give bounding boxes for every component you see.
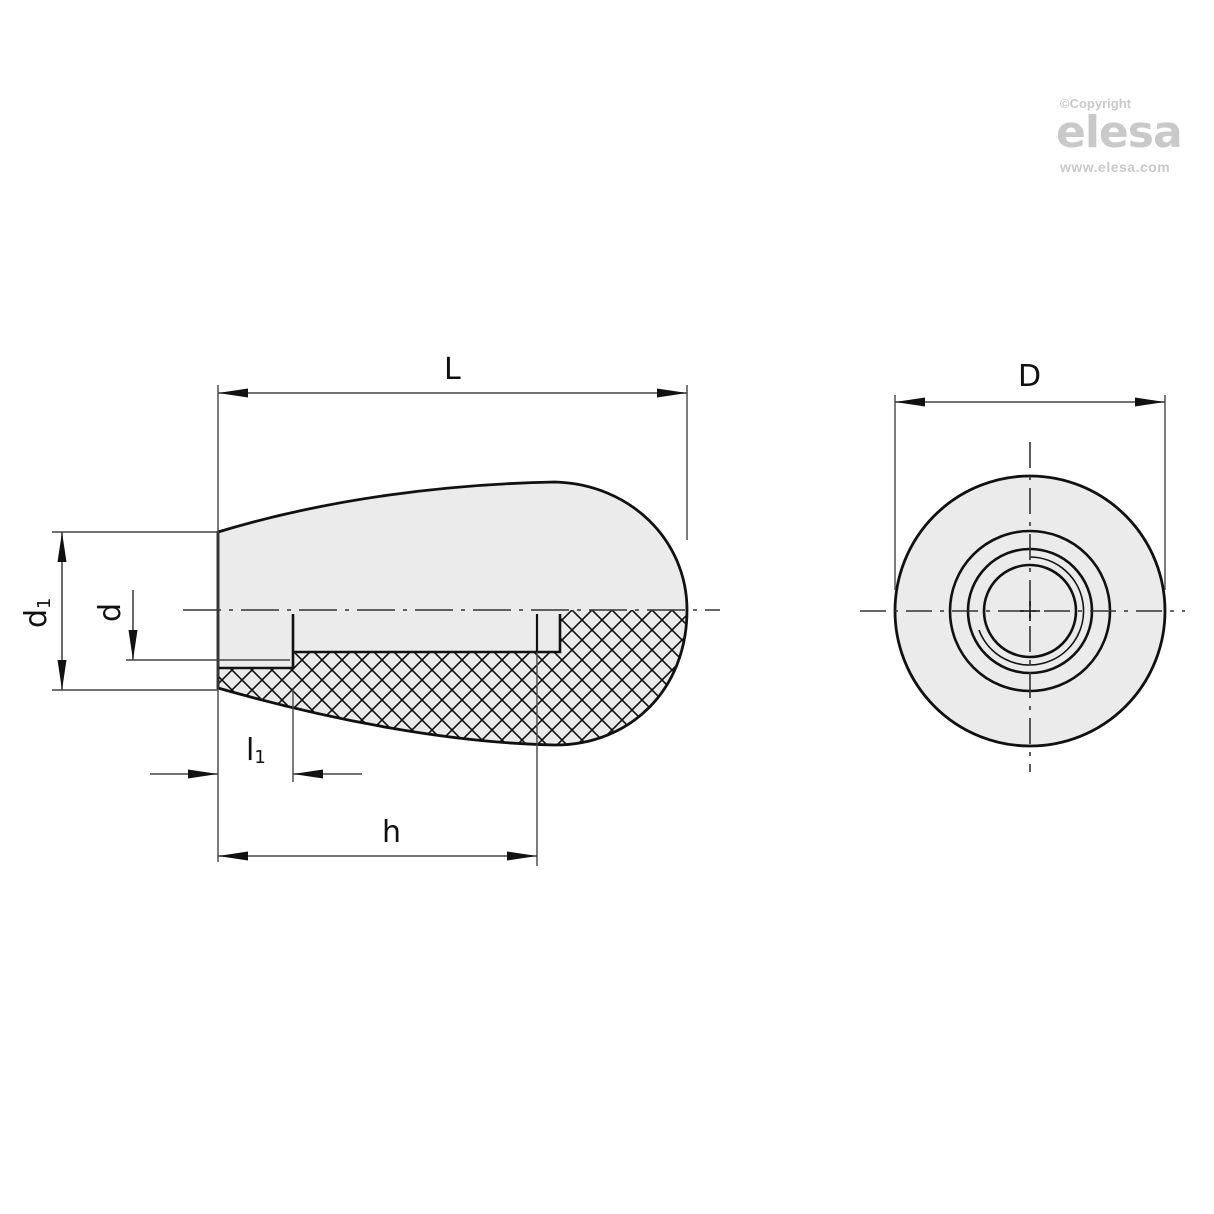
label-L: L xyxy=(444,352,461,387)
copyright-text: ©Copyright xyxy=(1060,96,1131,111)
side-section-view: L d1 d l1 xyxy=(19,352,720,866)
knob-outline xyxy=(216,480,689,747)
label-d1: d1 xyxy=(19,598,55,629)
dimension-d1: d1 xyxy=(19,531,218,691)
end-view: D xyxy=(860,359,1185,772)
watermark-url: www.elesa.com xyxy=(1060,159,1171,175)
dimension-d: d xyxy=(93,590,290,661)
label-d: d xyxy=(93,603,128,622)
label-h: h xyxy=(382,815,401,850)
label-l1: l1 xyxy=(246,733,266,768)
dimension-D: D xyxy=(894,359,1166,590)
bore-cavity xyxy=(218,610,560,668)
thread-circle xyxy=(978,556,1085,666)
elesa-logo: elesa xyxy=(1056,107,1183,158)
dimension-L: L xyxy=(217,352,688,862)
dimension-l1: l1 xyxy=(150,690,362,782)
bore-outline xyxy=(218,614,562,670)
dimension-h: h xyxy=(218,652,538,866)
elesa-watermark: ©Copyright elesa www.elesa.com xyxy=(1050,96,1210,175)
label-D: D xyxy=(1018,359,1041,394)
